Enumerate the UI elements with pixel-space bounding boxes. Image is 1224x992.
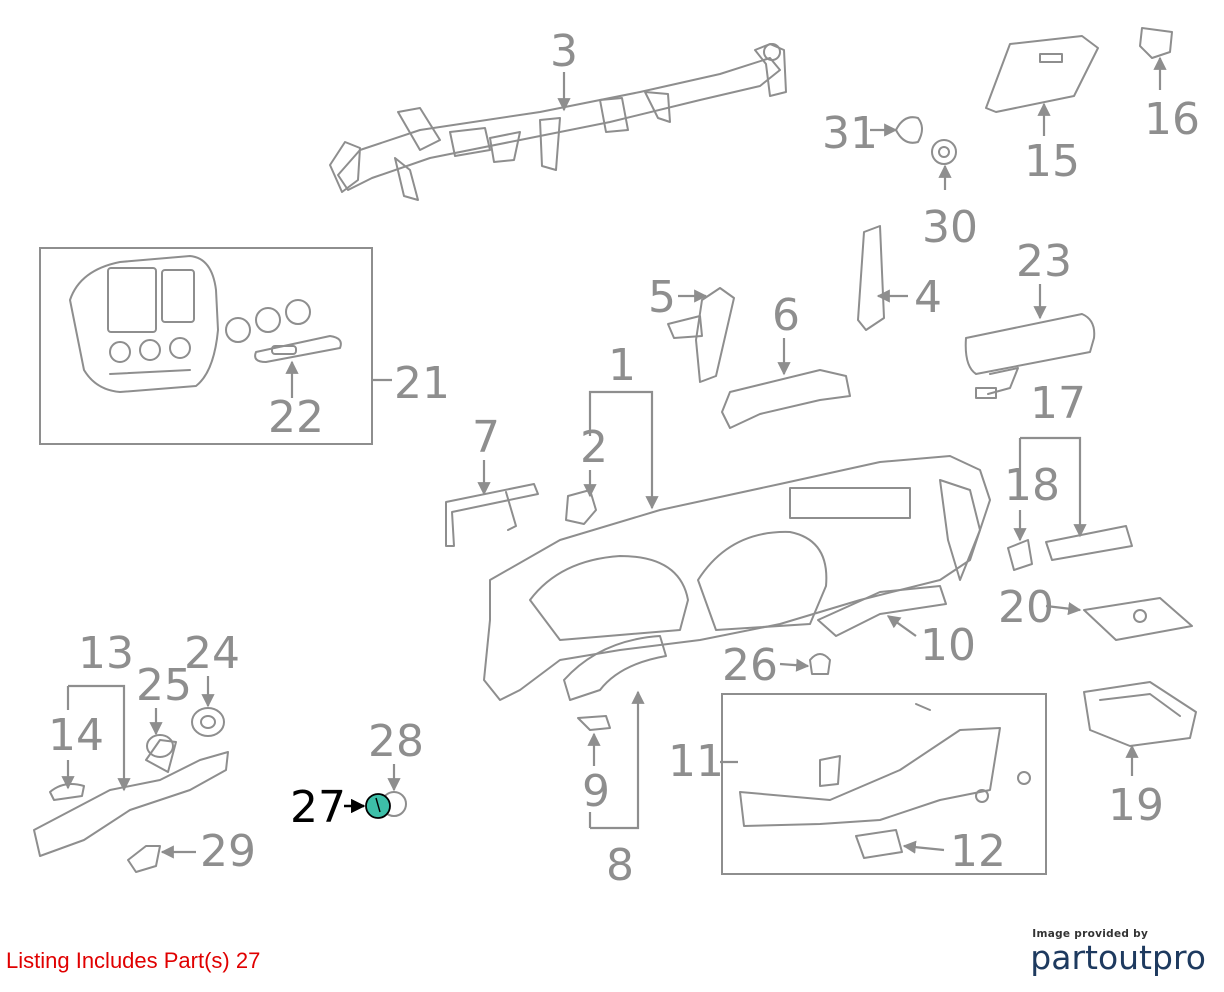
callout-23: 23	[1016, 236, 1072, 287]
part-7-bracket	[445, 483, 539, 547]
callout-16: 16	[1144, 94, 1200, 145]
part-22-switch-panel	[254, 335, 342, 363]
callout-3: 3	[550, 26, 578, 77]
image-credit: Image provided by partoutpro	[1030, 928, 1206, 976]
credit-caption: Image provided by	[1032, 928, 1149, 940]
callout-31: 31	[822, 108, 878, 159]
part-8-cluster-hood	[563, 635, 667, 701]
callout-2: 2	[580, 422, 608, 473]
part-9-clip	[577, 715, 611, 731]
part-17-vent	[1045, 525, 1133, 561]
part-15-panel	[985, 35, 1099, 113]
brand-logo: partoutpro	[1030, 940, 1206, 976]
group-box-21	[39, 247, 373, 445]
leader-lines	[61, 56, 1167, 859]
part-23-airbag	[964, 313, 1096, 399]
callout-22: 22	[268, 392, 324, 443]
part-30-knob	[931, 139, 957, 165]
part-10-duct	[817, 585, 947, 637]
part-16-clip	[1139, 27, 1173, 59]
part-31-cap	[895, 116, 923, 144]
callout-11: 11	[668, 736, 724, 787]
part-26-grommet	[809, 653, 831, 675]
callout-5: 5	[648, 272, 676, 323]
callout-10: 10	[920, 620, 976, 671]
part-5-bracket	[667, 287, 735, 383]
part-18-clip	[1007, 539, 1033, 571]
callout-18: 18	[1004, 460, 1060, 511]
callout-27: 27	[290, 782, 346, 833]
callout-15: 15	[1024, 136, 1080, 187]
part-11-lower-panel	[739, 703, 1031, 827]
callout-20: 20	[998, 582, 1054, 633]
part-21-center-bezel	[69, 255, 311, 393]
part-13-knee-panel	[33, 739, 229, 857]
part-6-bracket	[721, 369, 851, 429]
listing-note: Listing Includes Part(s) 27	[6, 948, 261, 973]
part-20-bracket	[1083, 597, 1193, 641]
callout-4: 4	[914, 272, 942, 323]
callout-8: 8	[606, 840, 634, 891]
callout-30: 30	[922, 202, 978, 253]
callout-numbers: 1 2 3 4 5 6 7 8 9 10 11 12 13 14 15 16 1…	[48, 26, 1200, 891]
group-box-11	[721, 693, 1047, 875]
part-24-knob	[191, 707, 225, 737]
callout-26: 26	[722, 640, 778, 691]
callout-25: 25	[136, 660, 192, 711]
callout-13: 13	[78, 628, 134, 679]
part-2-cover	[565, 489, 597, 525]
part-29-cover	[127, 845, 161, 873]
part-27-highlighted	[365, 793, 391, 819]
callout-19: 19	[1108, 780, 1164, 831]
brand-name-part-b: pro	[1152, 938, 1206, 977]
callout-29: 29	[200, 826, 256, 877]
callout-28: 28	[368, 716, 424, 767]
part-12-bracket	[855, 829, 903, 859]
callout-14: 14	[48, 710, 104, 761]
part-4-bracket	[857, 225, 885, 331]
callout-9: 9	[582, 766, 610, 817]
callout-21: 21	[394, 358, 450, 409]
part-3-reinforcement	[329, 43, 787, 201]
callout-12: 12	[950, 826, 1006, 877]
callout-24: 24	[184, 628, 240, 679]
part-19-box	[1083, 681, 1197, 747]
callout-17: 17	[1030, 378, 1086, 429]
part-25-knob	[146, 734, 174, 758]
brand-name-part-a: partout	[1030, 938, 1153, 977]
callout-1: 1	[608, 340, 636, 391]
callout-7: 7	[472, 412, 500, 463]
callout-6: 6	[772, 290, 800, 341]
